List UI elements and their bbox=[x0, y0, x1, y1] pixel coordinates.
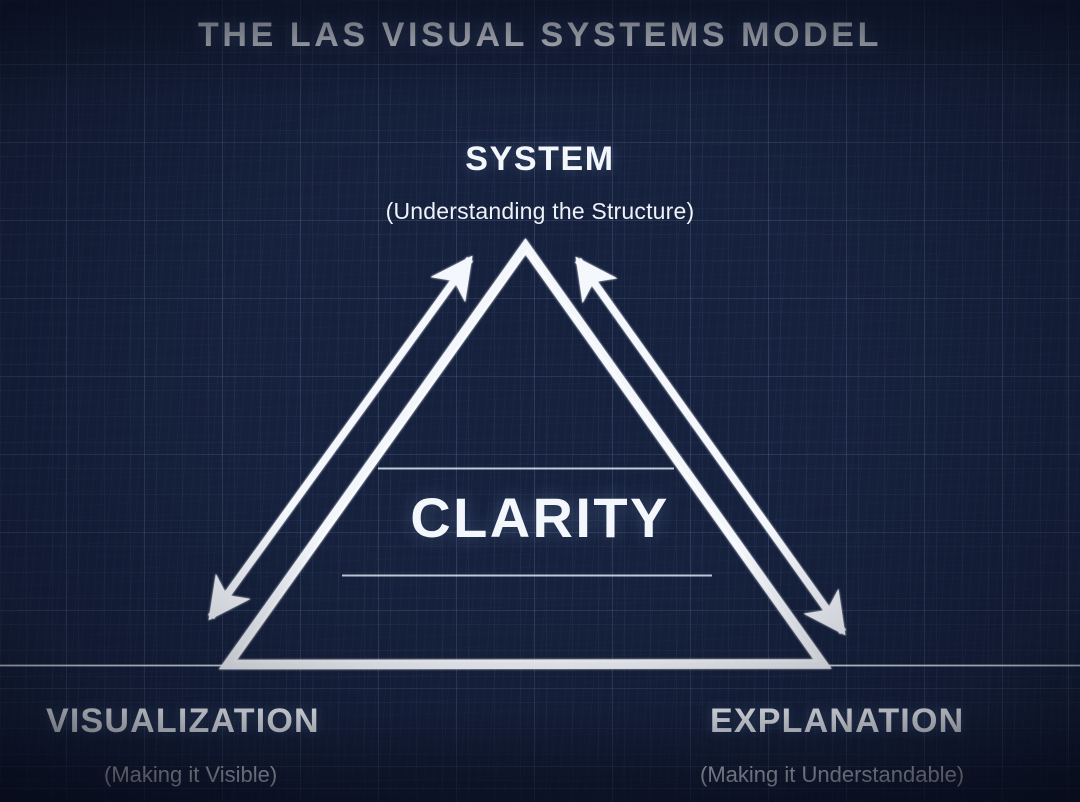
vertex-label-visualization: VISUALIZATION bbox=[46, 702, 320, 740]
vertex-sublabel-system: (Understanding the Structure) bbox=[385, 198, 695, 224]
left-leg-arrow bbox=[208, 255, 473, 621]
vertex-sublabel-visualization: (Making it Visible) bbox=[104, 762, 278, 787]
vertex-label-system: SYSTEM bbox=[465, 140, 615, 178]
page-title: THE LAS VISUAL SYSTEMS MODEL bbox=[198, 16, 882, 54]
vertex-sublabel-explanation: (Making it Understandable) bbox=[700, 762, 965, 787]
center-label-clarity: CLARITY bbox=[410, 486, 670, 549]
vertex-label-explanation: EXPLANATION bbox=[710, 702, 965, 740]
triangle-shape bbox=[218, 238, 832, 670]
